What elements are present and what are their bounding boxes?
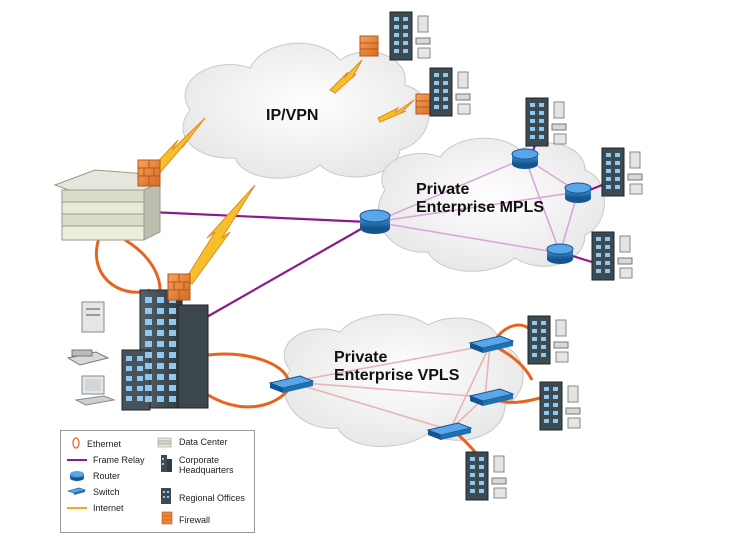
legend: Ethernet Frame Relay Router Switch Inter… xyxy=(60,430,255,533)
cloud-label-vpls-line2: Enterprise VPLS xyxy=(334,367,460,384)
router-icon xyxy=(564,182,592,203)
switch-icon xyxy=(268,375,315,393)
frame-relay-legend-icon xyxy=(67,459,87,461)
regional-office-icon xyxy=(465,451,507,501)
regional-office-icon xyxy=(429,67,471,117)
firewall-icon xyxy=(359,35,379,57)
regional-office-icon xyxy=(591,231,633,281)
router-icon xyxy=(511,148,539,169)
cloud-label-mpls-line1: Private xyxy=(416,181,470,198)
ethernet-legend-icon xyxy=(72,437,80,449)
regional-office-legend-icon xyxy=(161,488,171,504)
server-icon xyxy=(81,301,105,333)
corporate-hq-legend-icon xyxy=(161,455,172,472)
vpls-mesh-links xyxy=(289,344,491,431)
regional-office-icon xyxy=(525,97,567,147)
internet-links xyxy=(149,59,415,285)
regional-office-icon xyxy=(389,11,431,61)
router-icon xyxy=(359,209,391,234)
corporate-headquarters-building xyxy=(121,289,209,411)
legend-regional-offices: Regional Offices xyxy=(179,493,245,503)
phone-icon xyxy=(66,349,110,366)
legend-corporate-line2: Headquarters xyxy=(179,465,234,475)
data-center-building xyxy=(53,169,161,241)
firewall-icon xyxy=(167,273,191,301)
switch-legend-icon xyxy=(67,487,87,495)
legend-corporate-line1: Corporate xyxy=(179,455,220,465)
internet-legend-icon xyxy=(67,507,87,509)
cloud-vpls xyxy=(283,313,524,448)
workstation-icon xyxy=(74,375,116,406)
regional-office-icon xyxy=(527,315,569,365)
cloud-label-mpls-line2: Enterprise MPLS xyxy=(416,199,545,216)
cloud-label-ipvpn: IP/VPN xyxy=(266,107,319,124)
regional-office-icon xyxy=(539,381,581,431)
switch-icon xyxy=(468,335,515,353)
router-legend-icon xyxy=(70,471,84,481)
legend-data-center: Data Center xyxy=(179,437,228,447)
cloud-label-vpls-line1: Private xyxy=(334,349,388,366)
legend-internet: Internet xyxy=(93,503,124,513)
switch-icon xyxy=(426,422,473,440)
legend-ethernet: Ethernet xyxy=(87,439,122,449)
firewall-legend-icon xyxy=(161,511,173,525)
switch-icon xyxy=(468,388,515,406)
regional-office-icon xyxy=(601,147,643,197)
data-center-legend-icon xyxy=(157,437,172,448)
legend-frame-relay: Frame Relay xyxy=(93,455,145,465)
firewall-icon xyxy=(137,159,161,187)
legend-router: Router xyxy=(93,471,121,481)
legend-firewall: Firewall xyxy=(179,515,211,525)
router-icon xyxy=(546,243,574,264)
legend-switch: Switch xyxy=(93,487,120,497)
